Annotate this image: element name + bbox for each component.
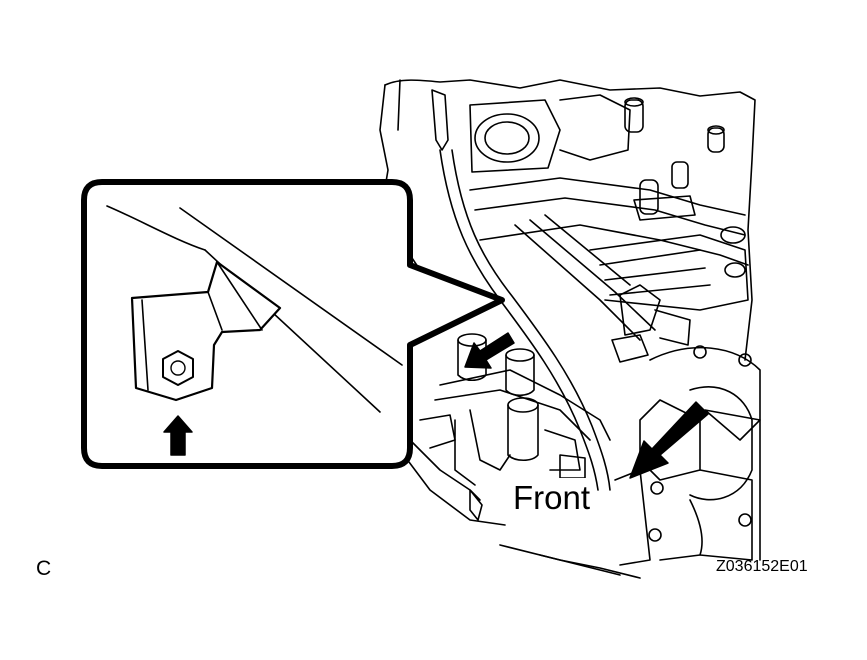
front-direction-arrow-icon (629, 401, 709, 479)
pointer-arrow-icon (464, 332, 515, 369)
corner-letter: C (36, 557, 52, 580)
front-label: Front (511, 478, 593, 518)
figure-code: Z036152E01 (716, 558, 808, 575)
detail-callout (81, 179, 505, 469)
engine-line-art (379, 79, 761, 579)
bolt-icon (162, 350, 194, 386)
up-arrow-icon (163, 415, 193, 456)
top-boss (474, 113, 540, 163)
